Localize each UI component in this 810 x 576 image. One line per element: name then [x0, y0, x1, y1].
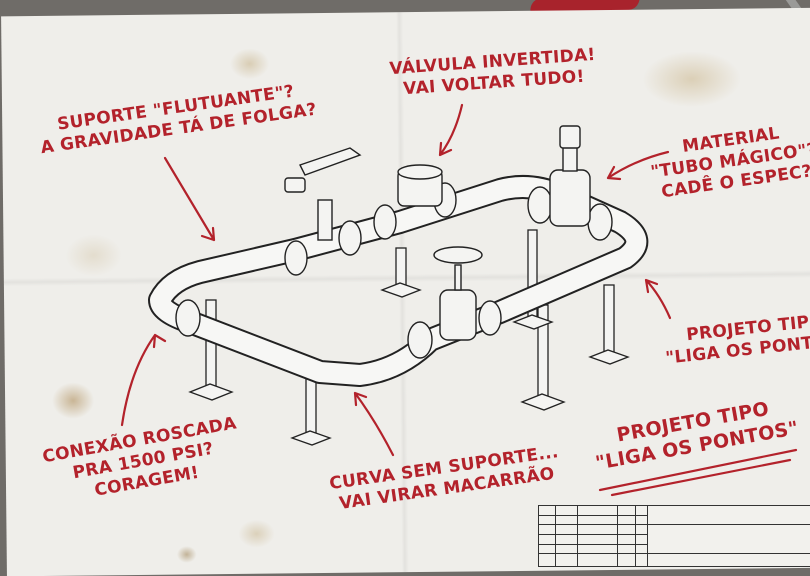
annotation-arrows [120, 103, 798, 497]
pipe-supports [188, 229, 630, 446]
ball-valve-handle [284, 147, 362, 241]
arrow [438, 103, 464, 157]
arrow [120, 333, 167, 427]
check-valve [397, 164, 443, 207]
piping-isometric-drawing [120, 103, 798, 497]
control-valve [549, 125, 591, 227]
gate-valve [433, 246, 483, 341]
valves [284, 125, 591, 341]
title-block-table [538, 505, 810, 567]
support-leg [290, 377, 332, 446]
support-leg [588, 284, 630, 365]
underline [598, 448, 798, 497]
arrow [353, 391, 395, 457]
arrow [644, 278, 672, 320]
arrow [606, 150, 670, 181]
support-leg [188, 299, 234, 401]
arrow [163, 156, 216, 242]
support-leg [380, 247, 422, 298]
support-leg [512, 229, 554, 330]
